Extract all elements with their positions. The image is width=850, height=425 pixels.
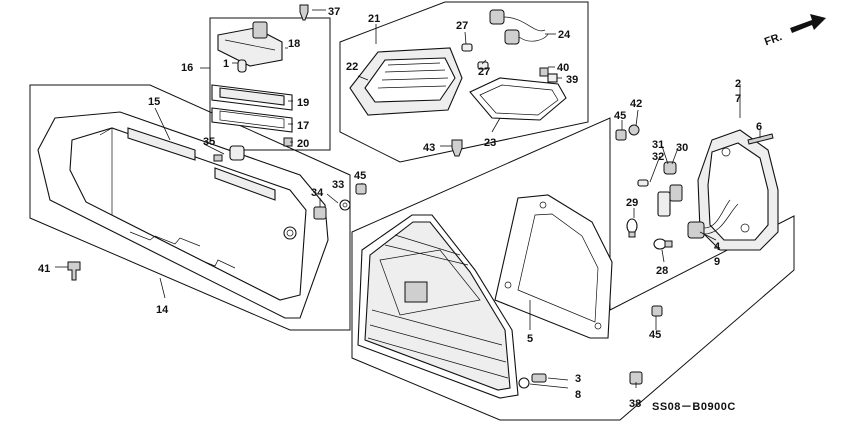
callout-16: 16 bbox=[181, 62, 193, 74]
socket-31 bbox=[657, 184, 683, 217]
screw-8 bbox=[531, 373, 547, 383]
callout-3: 3 bbox=[575, 373, 581, 385]
clip-27a bbox=[461, 43, 473, 52]
screw-6 bbox=[747, 133, 774, 145]
clip-39 bbox=[547, 73, 558, 83]
tail-light-group-box bbox=[351, 117, 795, 421]
drawing-code: SS08－B0900C bbox=[652, 401, 736, 413]
gasket-17 bbox=[211, 107, 293, 133]
socket-30 bbox=[663, 161, 677, 175]
callout-8: 8 bbox=[575, 389, 581, 401]
callout-21: 21 bbox=[368, 13, 380, 25]
license-light-group-box bbox=[209, 17, 331, 151]
clip-40 bbox=[539, 67, 549, 77]
callout-45-lower: 45 bbox=[649, 329, 661, 341]
callout-28: 28 bbox=[656, 265, 668, 277]
callout-29: 29 bbox=[626, 197, 638, 209]
nut-45-garnish bbox=[355, 183, 367, 195]
nut-45-upper bbox=[615, 129, 627, 141]
callout-20: 20 bbox=[297, 138, 309, 150]
callout-22: 22 bbox=[346, 61, 358, 73]
callout-1: 1 bbox=[223, 58, 229, 70]
washer-3 bbox=[518, 377, 530, 389]
callout-6: 6 bbox=[756, 121, 762, 133]
grommet-33-hole bbox=[342, 202, 348, 208]
callout-7: 7 bbox=[735, 93, 741, 105]
high-mount-housing-22 bbox=[349, 47, 463, 116]
callout-43: 43 bbox=[423, 142, 435, 154]
callout-4: 4 bbox=[714, 241, 721, 253]
tail-light-lens bbox=[357, 214, 519, 399]
callout-32: 32 bbox=[652, 151, 664, 163]
callout-42: 42 bbox=[630, 98, 642, 110]
callout-15: 15 bbox=[148, 96, 160, 108]
callout-45-garnish: 45 bbox=[354, 170, 366, 182]
reflector-23 bbox=[469, 77, 567, 121]
callout-33: 33 bbox=[332, 179, 344, 191]
callout-24: 24 bbox=[558, 29, 571, 41]
callout-40: 40 bbox=[557, 62, 569, 74]
callout-41: 41 bbox=[38, 263, 50, 275]
high-mount-light-group-box bbox=[339, 1, 589, 163]
grommet-42 bbox=[628, 124, 640, 136]
callout-27-upper: 27 bbox=[456, 20, 468, 32]
callout-38: 38 bbox=[629, 398, 641, 410]
screw-20 bbox=[283, 137, 293, 147]
callout-37: 37 bbox=[328, 6, 340, 18]
rear-garnish bbox=[37, 111, 329, 319]
bulb-29 bbox=[626, 218, 638, 238]
screw-34 bbox=[313, 206, 327, 220]
callout-34: 34 bbox=[311, 187, 324, 199]
leader-lines bbox=[55, 9, 761, 389]
callout-45-upper: 45 bbox=[614, 110, 626, 122]
callout-19: 19 bbox=[297, 97, 309, 109]
nut-45-lower bbox=[651, 305, 663, 317]
front-direction-indicator: FR. bbox=[763, 14, 826, 48]
direction-label: FR. bbox=[763, 31, 784, 48]
front-arrow-icon bbox=[790, 14, 826, 33]
callout-2: 2 bbox=[735, 78, 741, 90]
clip-41 bbox=[67, 261, 81, 281]
clip-27b bbox=[477, 61, 489, 70]
screw-43 bbox=[451, 139, 463, 157]
callout-39: 39 bbox=[566, 74, 578, 86]
socket-24 bbox=[489, 9, 549, 45]
grommet-33 bbox=[339, 199, 351, 211]
callout-18: 18 bbox=[288, 38, 300, 50]
callout-17: 17 bbox=[297, 120, 309, 132]
gasket-5 bbox=[494, 194, 613, 339]
bulb-1 bbox=[237, 59, 247, 73]
clip-35 bbox=[213, 145, 245, 162]
tail-light-housing-2 bbox=[697, 129, 779, 251]
callout-5: 5 bbox=[527, 333, 533, 345]
callout-labels: 37 18 1 16 19 17 20 15 35 34 33 45 41 14… bbox=[38, 6, 762, 410]
bulb-socket-4 bbox=[687, 199, 739, 239]
callout-27-lower: 27 bbox=[478, 66, 490, 78]
screw-37 bbox=[299, 4, 309, 21]
callout-14: 14 bbox=[156, 304, 169, 316]
callout-23: 23 bbox=[484, 137, 496, 149]
license-light-housing-18 bbox=[217, 21, 283, 67]
lens-19 bbox=[211, 84, 293, 111]
bulb-32 bbox=[637, 179, 649, 187]
callout-31: 31 bbox=[652, 139, 664, 151]
callout-30: 30 bbox=[676, 142, 688, 154]
bulb-28 bbox=[653, 238, 673, 250]
callout-9: 9 bbox=[714, 256, 720, 268]
callout-35: 35 bbox=[203, 136, 215, 148]
garnish-group-box bbox=[29, 84, 351, 331]
